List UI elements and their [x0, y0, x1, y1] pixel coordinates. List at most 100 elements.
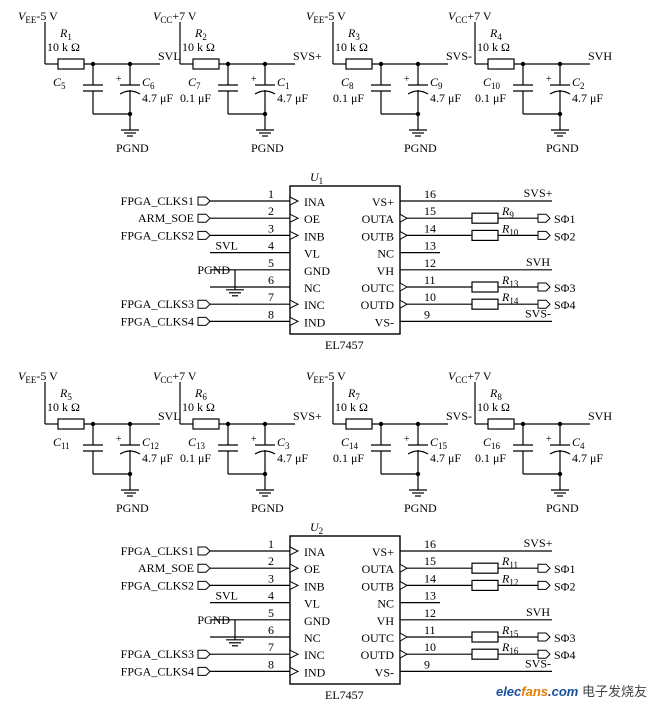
ground-label: PGND [546, 141, 579, 155]
pin-name: VS+ [372, 195, 394, 209]
ground-symbol [409, 484, 427, 497]
series-resistor [471, 298, 499, 310]
pin-number: 14 [424, 571, 436, 585]
net-label: SVL [158, 409, 181, 423]
pin-name: OUTD [361, 648, 395, 662]
net-label: SVH [526, 255, 550, 269]
connector-flag [537, 213, 551, 223]
ground-symbol [551, 124, 569, 137]
resistor-value: 10 k Ω [477, 400, 510, 414]
ground-symbol [121, 124, 139, 137]
cap-right-ref: C9 [430, 75, 443, 91]
signal-label: SΦ4 [554, 298, 575, 312]
net-label: SVS- [446, 409, 472, 423]
pin-number: 6 [268, 623, 274, 637]
output-arrow [399, 213, 409, 224]
connector-flag [537, 230, 551, 240]
pin-number: 8 [268, 307, 274, 321]
connector-flag [197, 299, 211, 309]
pin-name: OE [304, 562, 320, 576]
pin-number: 1 [268, 537, 274, 551]
resistor-value: 10 k Ω [182, 400, 215, 414]
connector-flag [537, 282, 551, 292]
resistor-ref: R9 [501, 204, 514, 220]
signal-label: FPGA_CLKS2 [121, 228, 194, 242]
pin-name: INC [304, 298, 325, 312]
pin-name: VL [304, 597, 320, 611]
resistor-ref: R5 [59, 386, 72, 402]
cap-left-value: 0.1 μF [475, 91, 506, 105]
pin-number: 6 [268, 273, 274, 287]
pin-name: OE [304, 212, 320, 226]
pin-number: 3 [268, 221, 274, 235]
resistor-ref: R10 [501, 221, 519, 237]
cap-polarity-mark: + [546, 434, 552, 445]
pin-name: OUTC [361, 631, 394, 645]
resistor-ref: R4 [489, 26, 502, 42]
chip-ref: U2 [310, 520, 323, 536]
input-arrow [289, 580, 300, 591]
resistor [345, 418, 373, 430]
pin-number: 12 [424, 256, 436, 270]
output-arrow [399, 563, 409, 574]
pin-name: VS- [375, 665, 394, 679]
chip-body [289, 185, 401, 335]
pin-number: 13 [424, 589, 436, 603]
resistor-value: 10 k Ω [335, 40, 368, 54]
signal-label: FPGA_CLKS3 [121, 647, 194, 661]
watermark-part1: elec [495, 684, 522, 699]
signal-label: SΦ3 [554, 631, 575, 645]
input-arrow [289, 299, 300, 310]
signal-label: FPGA_CLKS4 [121, 664, 194, 678]
resistor-value: 10 k Ω [182, 40, 215, 54]
pin-name: VH [377, 614, 395, 628]
cap-polarity-mark: + [251, 434, 257, 445]
cap-polarity-mark: + [116, 74, 122, 85]
net-label: SVS- [446, 49, 472, 63]
pin-name: IND [304, 315, 326, 329]
cap-right-ref: C2 [572, 75, 585, 91]
connector-flag [197, 563, 211, 573]
pin-name: INB [304, 229, 325, 243]
ground-symbol [121, 484, 139, 497]
connector-flag [537, 580, 551, 590]
supply-label: VEE-5 V [18, 369, 58, 385]
signal-label: SΦ3 [554, 281, 575, 295]
pin-number: 4 [268, 239, 274, 253]
resistor-value: 10 k Ω [477, 40, 510, 54]
pin-name: NC [304, 281, 321, 295]
input-arrow [289, 316, 300, 327]
supply-label: VCC+7 V [448, 9, 492, 25]
pin-name: NC [304, 631, 321, 645]
pin-name: VS- [375, 315, 394, 329]
net-label: SVL [215, 239, 238, 253]
cap-right-value: 4.7 μF [572, 91, 603, 105]
pin-number: 2 [268, 554, 274, 568]
series-resistor [471, 281, 499, 293]
signal-label: SΦ4 [554, 648, 575, 662]
pin-number: 15 [424, 554, 436, 568]
pin-number: 5 [268, 256, 274, 270]
connector-flag [537, 563, 551, 573]
pin-name: OUTA [362, 212, 395, 226]
input-arrow [289, 213, 300, 224]
pin-name: OUTA [362, 562, 395, 576]
ground-label: PGND [116, 141, 149, 155]
net-label: SVS+ [524, 186, 553, 200]
pin-number: 16 [424, 537, 436, 551]
pin-number: 8 [268, 657, 274, 671]
output-arrow [399, 649, 409, 660]
pin-name: OUTB [361, 229, 394, 243]
pin-number: 13 [424, 239, 436, 253]
chip-body [289, 535, 401, 685]
resistor [57, 418, 85, 430]
